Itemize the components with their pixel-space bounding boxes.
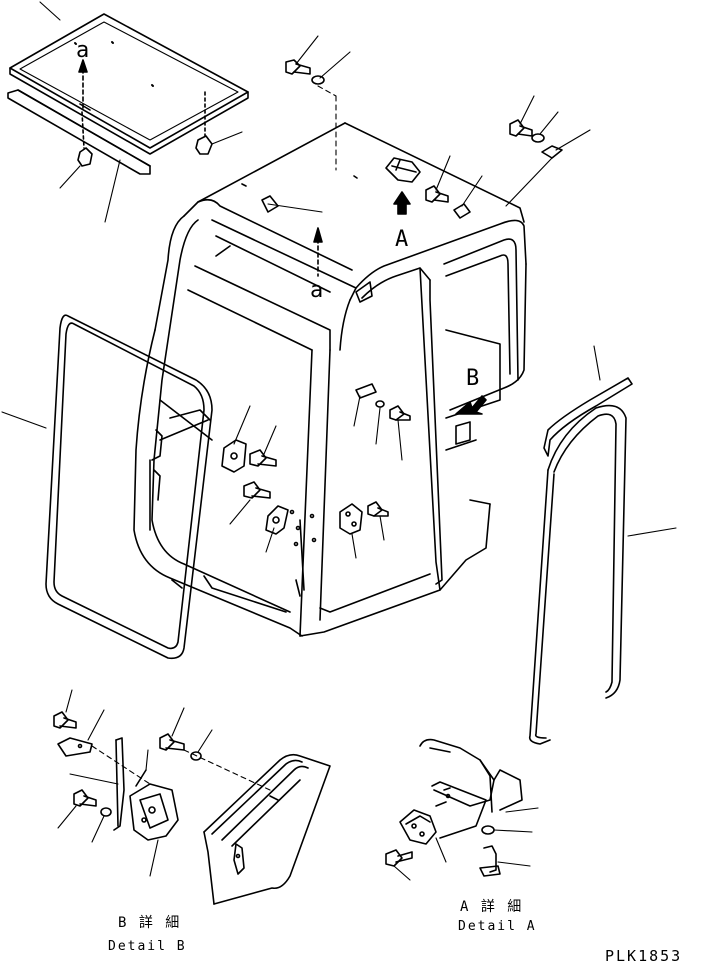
roof-washer-2 [531, 111, 559, 143]
detail-a-drawing [385, 738, 539, 881]
roof-clip-right [195, 91, 213, 155]
hinge-bolt-upper [249, 425, 277, 467]
view-arrow-A [393, 191, 411, 215]
cab-arrow-a [313, 227, 323, 277]
roof-arrow-a [78, 59, 91, 111]
striker-bolt [389, 405, 411, 461]
roof-clip-left [77, 111, 93, 167]
hinge-upper-left [221, 405, 251, 473]
roof-bolt-2 [509, 95, 535, 137]
striker-plate [353, 383, 377, 427]
detail-b-title-jp: B 詳 細 [118, 915, 182, 931]
view-arrow-B-label: B [466, 366, 480, 391]
front-window-seal [1, 314, 213, 660]
cab-roof-panel [241, 175, 373, 303]
roof-washer-1 [311, 51, 351, 85]
view-arrow-B [455, 395, 487, 415]
latch-bolt [425, 155, 451, 203]
cab-roof-clip [261, 195, 323, 213]
cab-frame [133, 122, 527, 637]
drawing-code: PLK1853 [605, 947, 683, 965]
leader-lines-roof [39, 1, 243, 223]
roof-seal-strip [7, 89, 151, 175]
roof-latch [385, 157, 421, 183]
hinge-bolt-lower [229, 481, 271, 525]
latch-plate [453, 175, 483, 219]
detail-b-drawing [53, 689, 331, 905]
lock-bolt [367, 501, 389, 541]
roof-view-arrow-label: a [76, 38, 90, 63]
cab-view-arrow-label: a [310, 278, 324, 303]
hinge-lower-left [265, 505, 289, 553]
detail-a-title-jp: A 詳 細 [460, 899, 524, 915]
door-weather-seal [528, 404, 677, 745]
roof-window-glass [9, 13, 249, 155]
door-pins [289, 509, 317, 547]
detail-a-title-en: Detail A [458, 919, 537, 934]
detail-b-title-en: Detail B [108, 939, 187, 954]
roof-bolt-1 [285, 35, 319, 75]
striker-washer [375, 400, 385, 445]
door-lock-assembly [339, 503, 363, 559]
roof-plate [541, 129, 591, 159]
view-arrow-A-label: A [395, 227, 409, 252]
door-seal-strip [543, 345, 633, 457]
